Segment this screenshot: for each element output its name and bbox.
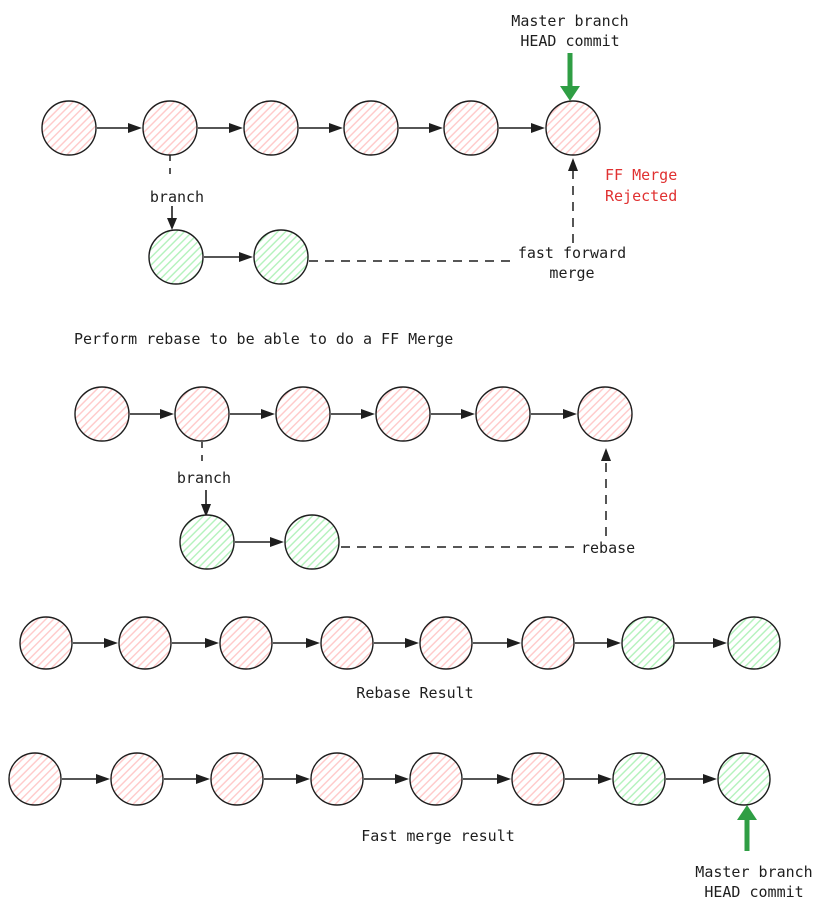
commit-arrow-head bbox=[361, 409, 375, 419]
commit-arrow-head bbox=[497, 774, 511, 784]
commit-node-pink bbox=[118, 616, 172, 670]
commit-node-pink bbox=[521, 616, 575, 670]
commit-row-fast-merge-result bbox=[8, 752, 771, 806]
commit-node-pink bbox=[320, 616, 374, 670]
label-rebase-result: Rebase Result bbox=[356, 684, 473, 702]
label-branch-mid: branch bbox=[177, 469, 231, 487]
commit-node-green bbox=[148, 229, 204, 285]
commit-node-pink bbox=[219, 616, 273, 670]
commit-row-feature-branch-before-rebase bbox=[179, 514, 340, 570]
commit-arrow-head bbox=[239, 252, 253, 262]
commit-node-green bbox=[179, 514, 235, 570]
commit-arrow-head bbox=[607, 638, 621, 648]
commit-node-pink bbox=[511, 752, 565, 806]
commit-node-green bbox=[612, 752, 666, 806]
commit-node-pink bbox=[475, 386, 531, 442]
commit-arrow-head bbox=[96, 774, 110, 784]
commit-node-pink bbox=[41, 100, 97, 156]
commit-node-pink bbox=[210, 752, 264, 806]
commit-graph-nodes bbox=[8, 100, 781, 806]
annotation-lines bbox=[167, 155, 611, 548]
commit-arrow-head bbox=[306, 638, 320, 648]
label-branch-top: branch bbox=[150, 188, 204, 206]
commit-node-pink bbox=[142, 100, 198, 156]
commit-node-green bbox=[284, 514, 340, 570]
label-master-head-bottom-line1: Master branch bbox=[695, 863, 812, 881]
commit-arrow-head bbox=[160, 409, 174, 419]
label-perform-rebase: Perform rebase to be able to do a FF Mer… bbox=[74, 330, 453, 348]
commit-node-pink bbox=[545, 100, 601, 156]
commit-row-rebase-result bbox=[19, 616, 781, 670]
label-master-head-top-line2: HEAD commit bbox=[520, 32, 619, 50]
label-fast-merge-result: Fast merge result bbox=[361, 827, 515, 845]
commit-arrow-head bbox=[128, 123, 142, 133]
commit-node-pink bbox=[409, 752, 463, 806]
commit-arrow-head bbox=[507, 638, 521, 648]
commit-node-pink bbox=[174, 386, 230, 442]
head-commit-arrow-top-head bbox=[560, 86, 580, 101]
label-fast-forward-line1: fast forward bbox=[518, 244, 626, 262]
commit-node-green bbox=[717, 752, 771, 806]
commit-node-pink bbox=[110, 752, 164, 806]
branch-arrow-head-mid bbox=[201, 504, 211, 517]
commit-arrow-head bbox=[104, 638, 118, 648]
commit-node-pink bbox=[443, 100, 499, 156]
commit-arrow-head bbox=[270, 537, 284, 547]
label-master-head-top-line1: Master branch bbox=[511, 12, 628, 30]
commit-arrow-head bbox=[196, 774, 210, 784]
commit-arrow-head bbox=[329, 123, 343, 133]
commit-node-pink bbox=[577, 386, 633, 442]
commit-arrow-head bbox=[405, 638, 419, 648]
commit-node-green bbox=[253, 229, 309, 285]
commit-node-pink bbox=[275, 386, 331, 442]
commit-arrow-head bbox=[703, 774, 717, 784]
commit-row-master-initial bbox=[41, 100, 601, 156]
commit-node-pink bbox=[375, 386, 431, 442]
commit-node-pink bbox=[8, 752, 62, 806]
commit-arrow-head bbox=[429, 123, 443, 133]
label-ff-rejected-line1: FF Merge bbox=[605, 166, 677, 184]
commit-arrow-head bbox=[395, 774, 409, 784]
branch-arrow-head-top bbox=[167, 218, 177, 230]
commit-arrow-head bbox=[229, 123, 243, 133]
commit-arrow-head bbox=[598, 774, 612, 784]
head-commit-arrow-bottom-head bbox=[737, 805, 757, 820]
commit-node-pink bbox=[243, 100, 299, 156]
commit-arrow-head bbox=[713, 638, 727, 648]
commit-node-pink bbox=[419, 616, 473, 670]
label-master-head-bottom-line2: HEAD commit bbox=[704, 883, 803, 901]
commit-row-master-before-rebase bbox=[74, 386, 633, 442]
commit-arrow-head bbox=[205, 638, 219, 648]
commit-row-feature-branch-initial bbox=[148, 229, 309, 285]
commit-node-pink bbox=[310, 752, 364, 806]
commit-node-green bbox=[621, 616, 675, 670]
label-rebase: rebase bbox=[581, 539, 635, 557]
commit-arrow-head bbox=[261, 409, 275, 419]
commit-arrow-head bbox=[531, 123, 545, 133]
commit-node-pink bbox=[343, 100, 399, 156]
commit-arrow-head bbox=[296, 774, 310, 784]
rebase-arrow-head bbox=[601, 448, 611, 461]
fast-forward-arrow-head bbox=[568, 158, 578, 171]
label-fast-forward-line2: merge bbox=[549, 264, 594, 282]
commit-node-green bbox=[727, 616, 781, 670]
label-ff-rejected-line2: Rejected bbox=[605, 187, 677, 205]
commit-node-pink bbox=[74, 386, 130, 442]
diagram-labels: Master branch HEAD commit branch FF Merg… bbox=[74, 12, 813, 901]
commit-arrow-head bbox=[461, 409, 475, 419]
commit-arrow-head bbox=[563, 409, 577, 419]
commit-node-pink bbox=[19, 616, 73, 670]
